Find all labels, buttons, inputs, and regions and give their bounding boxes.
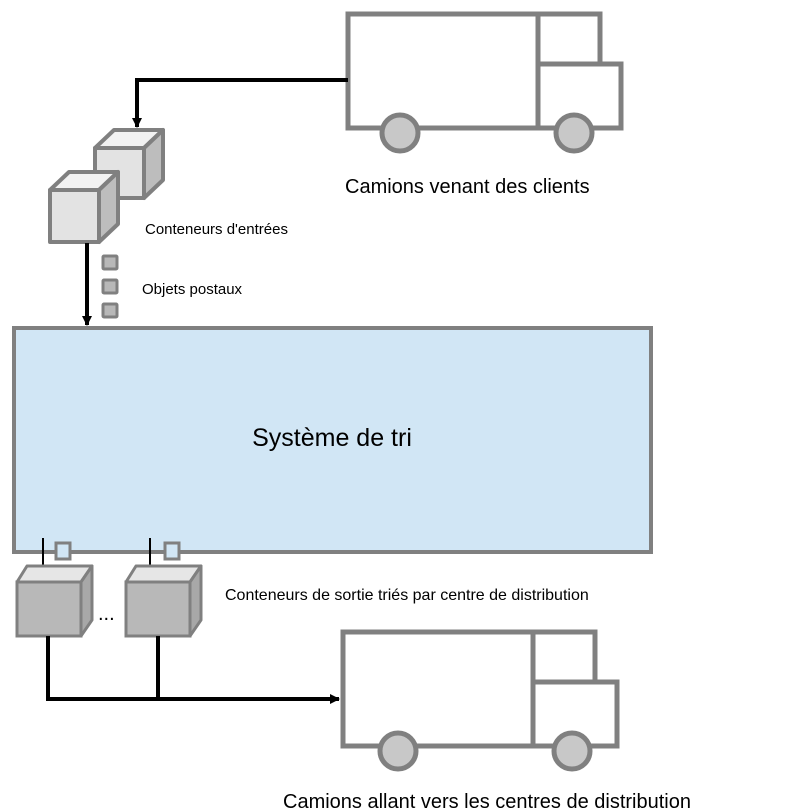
postal-items-label: Objets postaux <box>142 281 243 298</box>
sorting-system-label: Système de tri <box>252 424 412 452</box>
input-containers-label: Conteneurs d'entrées <box>145 221 288 238</box>
containers-to-truck-arrow <box>46 636 340 704</box>
output-containers-label: Conteneurs de sortie triés par centre de… <box>225 587 589 604</box>
output-ellipsis: ... <box>98 603 115 625</box>
incoming-trucks-label: Camions venant des clients <box>345 176 590 198</box>
incoming-truck-icon <box>345 11 624 154</box>
output-container-1-icon <box>15 538 94 638</box>
truck-to-containers-arrow <box>132 78 348 128</box>
outgoing-truck-icon <box>340 629 620 772</box>
postal-items-icon <box>101 254 119 319</box>
sorting-system-box <box>12 326 653 554</box>
output-container-2-icon <box>124 538 203 638</box>
outgoing-trucks-label: Camions allant vers les centres de distr… <box>283 791 691 812</box>
input-container-front-icon <box>48 170 120 244</box>
